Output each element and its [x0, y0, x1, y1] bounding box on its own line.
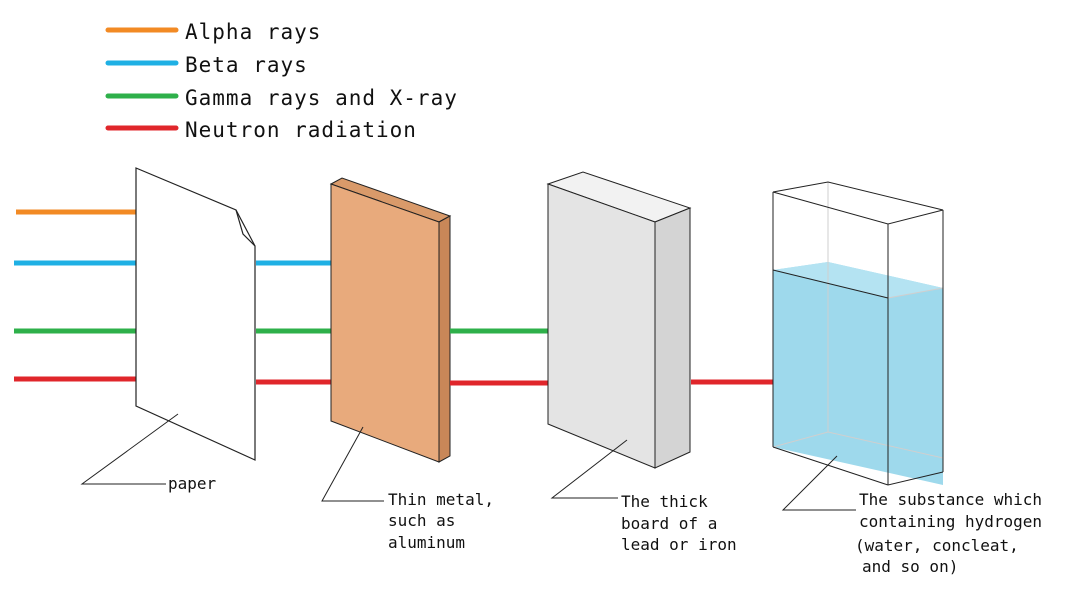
- paper-sheet: [135, 167, 256, 461]
- legend-label-neutron: Neutron radiation: [185, 118, 417, 142]
- water-leader: [781, 455, 856, 511]
- leader-lines: [80, 413, 856, 511]
- thick-board-front: [547, 183, 656, 469]
- legend-label-gamma: Gamma rays and X-ray: [185, 86, 458, 110]
- metal-plate-side: [438, 215, 451, 463]
- svg-text:lead or iron: lead or iron: [621, 535, 737, 554]
- container-front-edges: [772, 181, 944, 486]
- svg-text:The substance which: The substance which: [859, 490, 1042, 509]
- svg-text:Thin metal,: Thin metal,: [388, 490, 494, 509]
- legend: Alpha rays Beta rays Gamma rays and X-ra…: [105, 20, 458, 142]
- water-surface: [773, 262, 943, 298]
- metal-label: Thin metal, such as aluminum: [388, 490, 494, 552]
- metal-leader: [321, 426, 384, 502]
- legend-label-beta: Beta rays: [185, 53, 308, 77]
- board-label: The thick board of a lead or iron: [621, 492, 737, 554]
- board-leader: [550, 439, 628, 499]
- paper-dog-ear: [235, 209, 256, 247]
- thick-board: [546, 171, 692, 469]
- water-body: [773, 262, 943, 485]
- paper-label: paper: [168, 474, 217, 493]
- svg-text:aluminum: aluminum: [388, 533, 465, 552]
- svg-text:containing hydrogen: containing hydrogen: [859, 512, 1042, 531]
- legend-label-alpha: Alpha rays: [185, 20, 321, 44]
- svg-text:and so on): and so on): [862, 557, 958, 576]
- svg-text:The thick: The thick: [621, 492, 708, 511]
- svg-text:such as: such as: [388, 511, 455, 530]
- water-container: [772, 181, 944, 486]
- svg-text:(water, concleat,: (water, concleat,: [855, 536, 1019, 555]
- legend-item-beta: Beta rays: [105, 53, 308, 77]
- paper-sheet-body: [135, 167, 256, 461]
- water-label: The substance which containing hydrogen …: [855, 490, 1042, 576]
- metal-plate: [329, 177, 452, 463]
- legend-item-gamma: Gamma rays and X-ray: [105, 86, 458, 110]
- legend-item-neutron: Neutron radiation: [105, 118, 417, 142]
- legend-item-alpha: Alpha rays: [105, 20, 321, 44]
- thick-board-side: [654, 207, 691, 469]
- container-back-edges: [772, 182, 944, 459]
- svg-text:board of a: board of a: [621, 514, 717, 533]
- metal-plate-front: [330, 183, 440, 463]
- paper-leader: [80, 413, 179, 485]
